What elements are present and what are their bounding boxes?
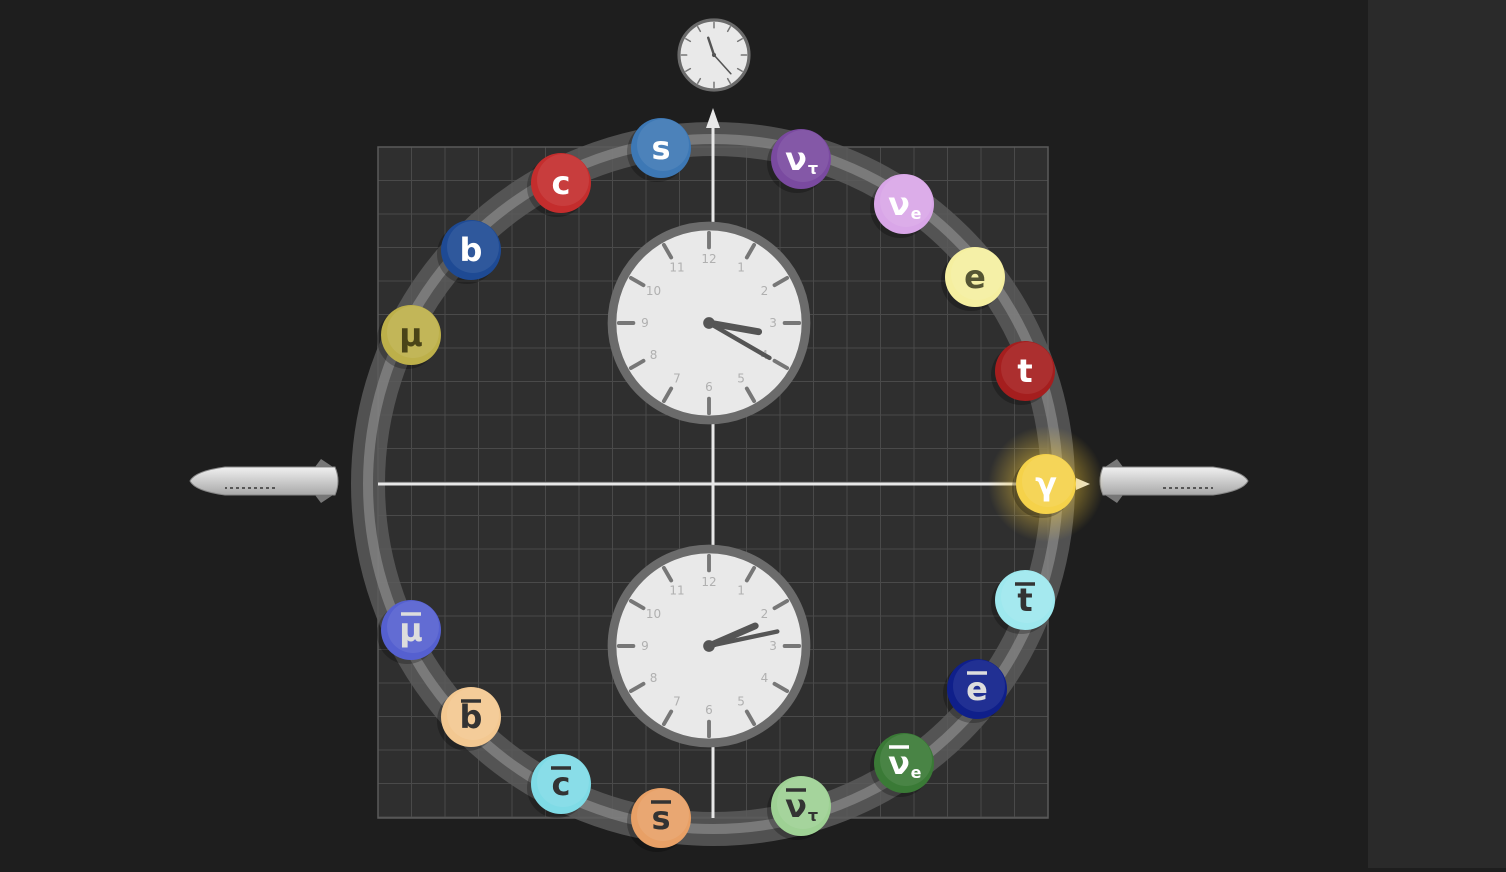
right-spaceship-icon — [1099, 459, 1249, 503]
muon-particle: μ — [377, 305, 441, 369]
c-quark-particle: c — [527, 153, 591, 217]
particle-symbol: μ — [399, 316, 423, 354]
clock-number: 12 — [701, 575, 716, 589]
clock-number: 9 — [641, 639, 649, 653]
clock-number: 12 — [701, 252, 716, 266]
clock-tick — [696, 77, 702, 84]
particle-symbol: t — [1017, 352, 1032, 390]
clock-tick — [628, 681, 646, 694]
clock-number: 9 — [641, 316, 649, 330]
clock-tick — [685, 37, 692, 43]
hour-hand — [705, 319, 763, 336]
particle-subscript: e — [911, 204, 922, 223]
clock-number: 11 — [669, 261, 684, 275]
clock-tick — [726, 77, 732, 84]
particle-symbol: b — [460, 231, 483, 269]
minute-hand — [706, 320, 772, 361]
particle-symbol: c — [552, 164, 571, 202]
clock-number: 3 — [769, 639, 777, 653]
clock-number: 11 — [669, 584, 684, 598]
particle-symbol: ν — [888, 185, 910, 223]
clock-tick — [661, 709, 674, 727]
clock-tick — [736, 37, 743, 43]
particle-subscript: e — [911, 763, 922, 782]
clock-tick — [661, 565, 674, 583]
clock-tick — [772, 358, 790, 371]
clock-number: 1 — [737, 584, 745, 598]
anti-s-quark-particle: s — [627, 788, 691, 852]
anti-b-quark-particle: b — [437, 687, 501, 751]
clock-tick — [661, 386, 674, 404]
hour-hand — [707, 36, 716, 57]
clock-tick — [628, 598, 646, 611]
particle-symbol: μ — [399, 611, 423, 649]
clock-number: 8 — [650, 671, 658, 685]
clock-number: 10 — [646, 607, 661, 621]
particle-symbol: c — [552, 765, 571, 803]
top-quark-particle: t — [991, 341, 1055, 405]
particle-symbol: s — [651, 129, 670, 167]
clock-tick — [772, 275, 790, 288]
anti-top-quark-particle: t — [991, 570, 1055, 634]
clock-icon — [677, 18, 751, 92]
clock-number: 2 — [761, 284, 769, 298]
clock-tick — [726, 26, 732, 33]
positron-particle: e — [943, 659, 1007, 723]
electron-particle: e — [941, 247, 1005, 311]
clock-tick — [772, 598, 790, 611]
minute-hand — [706, 629, 780, 649]
particle-symbol: e — [964, 258, 986, 296]
particle-symbol: t — [1017, 581, 1032, 619]
clock-number: 6 — [705, 703, 713, 717]
clock-number: 2 — [761, 607, 769, 621]
clock-tick — [736, 67, 743, 73]
clock-number: 7 — [673, 694, 681, 708]
s-quark-particle: s — [627, 118, 691, 182]
anti-c-quark-particle: c — [527, 754, 591, 818]
clock-tick — [685, 67, 692, 73]
clock-tick — [744, 242, 757, 260]
particle-symbol: ν — [785, 787, 807, 825]
clock-tick — [744, 386, 757, 404]
clock-number: 3 — [769, 316, 777, 330]
particle-symbol: b — [460, 698, 483, 736]
clock-number: 8 — [650, 348, 658, 362]
clock-number: 5 — [737, 694, 745, 708]
clock-tick — [628, 275, 646, 288]
clock-number: 1 — [737, 261, 745, 275]
clock-tick — [628, 358, 646, 371]
right-side-panel — [1368, 0, 1506, 868]
clock-number: 7 — [673, 371, 681, 385]
particle-symbol: ν — [785, 140, 807, 178]
left-spaceship-icon — [189, 459, 339, 503]
clock-tick — [744, 709, 757, 727]
minute-hand — [713, 54, 732, 75]
particle-symbol: s — [651, 799, 670, 837]
photon-particle: γ — [988, 426, 1104, 542]
clock-number: 10 — [646, 284, 661, 298]
clock-number: 4 — [761, 671, 769, 685]
clock-tick — [696, 26, 702, 33]
clock-number: 5 — [737, 371, 745, 385]
b-quark-particle: b — [437, 220, 501, 284]
particle-subscript: τ — [808, 806, 818, 825]
clock-tick — [661, 242, 674, 260]
particle-subscript: τ — [808, 159, 818, 178]
vertical-axis-arrowhead — [706, 108, 720, 128]
clock-tick — [772, 681, 790, 694]
particle-symbol: ν — [888, 744, 910, 782]
anti-muon-particle: μ — [377, 600, 441, 664]
particle-symbol: e — [966, 670, 988, 708]
clock-number: 6 — [705, 380, 713, 394]
particle-symbol: γ — [1035, 465, 1057, 503]
clock-tick — [744, 565, 757, 583]
